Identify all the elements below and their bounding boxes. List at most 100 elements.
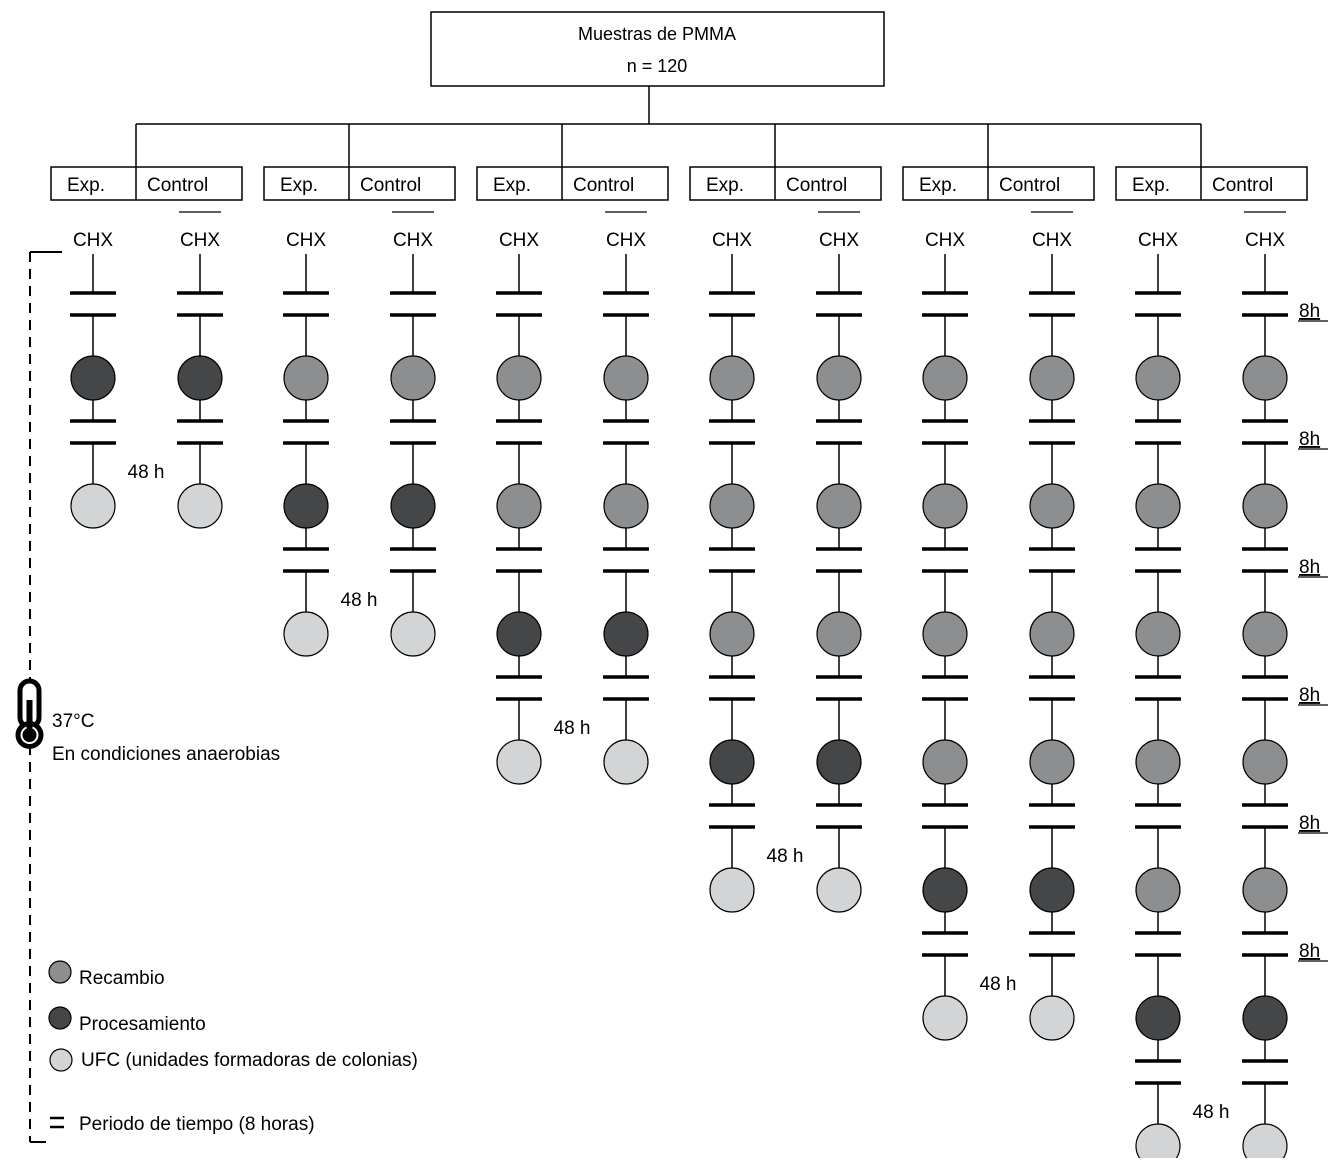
- ufc-circle: [816, 867, 862, 913]
- exp-label: Exp.: [919, 175, 957, 196]
- procesamiento-circle: [709, 739, 755, 785]
- control-label: Control: [1212, 175, 1273, 196]
- exp-label: Exp.: [706, 175, 744, 196]
- recambio-circle: [1242, 867, 1288, 913]
- recambio-circle: [1135, 611, 1181, 657]
- control-label: Control: [573, 175, 634, 196]
- exp-column: CHX: [70, 230, 116, 529]
- control-column: CHX: [390, 230, 436, 657]
- recambio-circle: [1135, 739, 1181, 785]
- ufc-circle: [496, 739, 542, 785]
- procesamiento-circle: [922, 867, 968, 913]
- procesamiento-circle: [1135, 995, 1181, 1041]
- procesamiento-circle: [390, 483, 436, 529]
- anaerobic-label: En condiciones anaerobias: [52, 744, 280, 765]
- recambio-circle: [922, 611, 968, 657]
- control-column: CHX: [1029, 230, 1075, 1041]
- chx-label: CHX: [1032, 230, 1072, 251]
- exp-label: Exp.: [1132, 175, 1170, 196]
- recambio-circle: [1242, 483, 1288, 529]
- recambio-circle: [922, 483, 968, 529]
- tree-connectors: [136, 86, 1201, 125]
- exp-label: Exp.: [280, 175, 318, 196]
- recambio-circle: [922, 355, 968, 401]
- recambio-circle: [709, 483, 755, 529]
- exp-label: Exp.: [67, 175, 105, 196]
- time-mark-label: 8h: [1299, 557, 1320, 578]
- recambio-circle: [816, 483, 862, 529]
- incubation-label: 48 h: [980, 974, 1017, 995]
- legend-periodo: Periodo de tiempo (8 horas): [50, 1114, 315, 1135]
- recambio-circle: [1029, 739, 1075, 785]
- procesamiento-circle: [1029, 867, 1075, 913]
- time-mark-label: 8h: [1299, 813, 1320, 834]
- chx-label: CHX: [499, 230, 539, 251]
- control-label: Control: [999, 175, 1060, 196]
- legend-procesamiento-label: Procesamiento: [79, 1014, 206, 1035]
- incubation-label: 48 h: [767, 846, 804, 867]
- group-box: [476, 166, 669, 201]
- exp-column: CHX: [1135, 230, 1181, 1163]
- chx-label: CHX: [819, 230, 859, 251]
- legend-periodo-label: Periodo de tiempo (8 horas): [79, 1114, 315, 1135]
- ufc-circle: [177, 483, 223, 529]
- recambio-circle: [1135, 355, 1181, 401]
- legend-ufc-label: UFC (unidades formadoras de colonias): [81, 1050, 418, 1071]
- root-title: Muestras de PMMA: [578, 24, 736, 44]
- exp-column: CHX: [709, 230, 755, 913]
- chx-label: CHX: [1138, 230, 1178, 251]
- recambio-circle: [1135, 483, 1181, 529]
- recambio-circle: [1242, 355, 1288, 401]
- group-box: [902, 166, 1095, 201]
- control-column: CHX: [603, 230, 649, 785]
- chx-label: CHX: [1245, 230, 1285, 251]
- control-column: CHX: [177, 230, 223, 529]
- recambio-circle: [496, 483, 542, 529]
- exp-label: Exp.: [493, 175, 531, 196]
- root-box: Muestras de PMMA n = 120: [430, 11, 885, 87]
- ufc-circle: [70, 483, 116, 529]
- root-count: n = 120: [627, 56, 688, 76]
- control-label: Control: [360, 175, 421, 196]
- legend: Recambio Procesamiento UFC (unidades for…: [48, 960, 418, 1135]
- legend-recambio: Recambio: [48, 960, 165, 989]
- recambio-circle: [1029, 611, 1075, 657]
- ufc-circle: [390, 611, 436, 657]
- group-box: [50, 166, 243, 201]
- recambio-circle: [1242, 739, 1288, 785]
- legend-recambio-swatch: [48, 960, 72, 984]
- exp-column: CHX: [922, 230, 968, 1041]
- group-box: [263, 166, 456, 201]
- incubation-label: 48 h: [554, 718, 591, 739]
- control-label: Control: [786, 175, 847, 196]
- chx-label: CHX: [286, 230, 326, 251]
- recambio-circle: [1242, 611, 1288, 657]
- exp-column: CHX: [496, 230, 542, 785]
- recambio-circle: [922, 739, 968, 785]
- incubation-label: 48 h: [128, 462, 165, 483]
- procesamiento-circle: [177, 355, 223, 401]
- chx-label: CHX: [712, 230, 752, 251]
- time-mark-label: 8h: [1299, 685, 1320, 706]
- recambio-circle: [709, 611, 755, 657]
- procesamiento-circle: [496, 611, 542, 657]
- incubation-label: 48 h: [1193, 1102, 1230, 1123]
- legend-procesamiento-swatch: [48, 1006, 72, 1030]
- recambio-circle: [709, 355, 755, 401]
- procesamiento-circle: [70, 355, 116, 401]
- time-mark-label: 8h: [1299, 301, 1320, 322]
- recambio-circle: [816, 355, 862, 401]
- control-label: Control: [147, 175, 208, 196]
- ufc-circle: [603, 739, 649, 785]
- ufc-circle: [709, 867, 755, 913]
- legend-recambio-label: Recambio: [79, 968, 165, 989]
- chx-label: CHX: [180, 230, 220, 251]
- procesamiento-circle: [603, 611, 649, 657]
